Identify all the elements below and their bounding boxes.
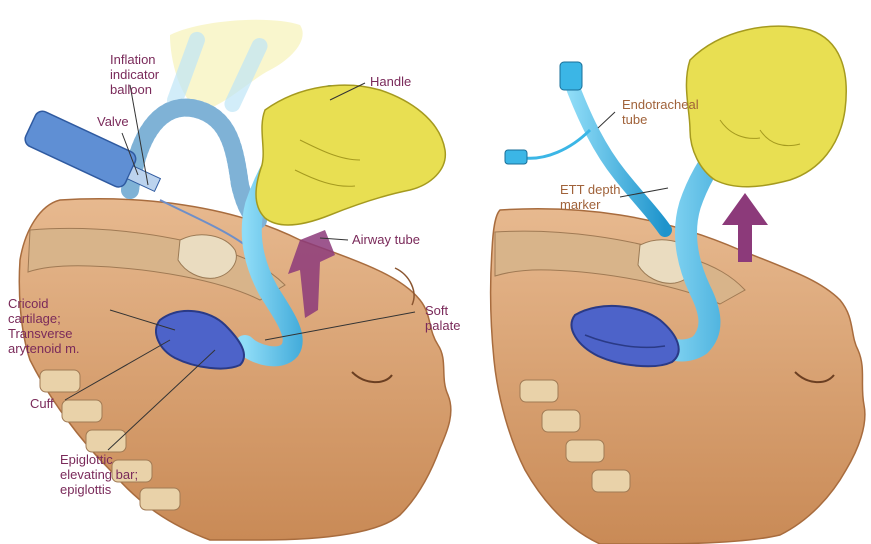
label-epiglottic-elevating-bar: Epiglottic elevating bar; epiglottis	[60, 452, 138, 497]
label-airway-tube: Airway tube	[352, 232, 420, 247]
right-pilot-valve	[505, 150, 527, 164]
label-ett-depth-marker: ETT depth marker	[560, 182, 620, 212]
label-soft-palate: Soft palate	[425, 303, 460, 333]
right-glove-hand	[686, 26, 846, 187]
right-ett-connector	[560, 62, 582, 90]
label-valve: Valve	[97, 114, 129, 129]
left-glove-hand	[256, 85, 445, 225]
label-inflation-indicator-balloon: Inflation indicator balloon	[110, 52, 159, 97]
label-cricoid-cartilage: Cricoid cartilage; Transverse arytenoid …	[8, 296, 80, 356]
right-pilot-line	[525, 130, 590, 158]
label-cuff: Cuff	[30, 396, 54, 411]
label-endotracheal-tube: Endotracheal tube	[622, 97, 699, 127]
label-handle: Handle	[370, 74, 411, 89]
